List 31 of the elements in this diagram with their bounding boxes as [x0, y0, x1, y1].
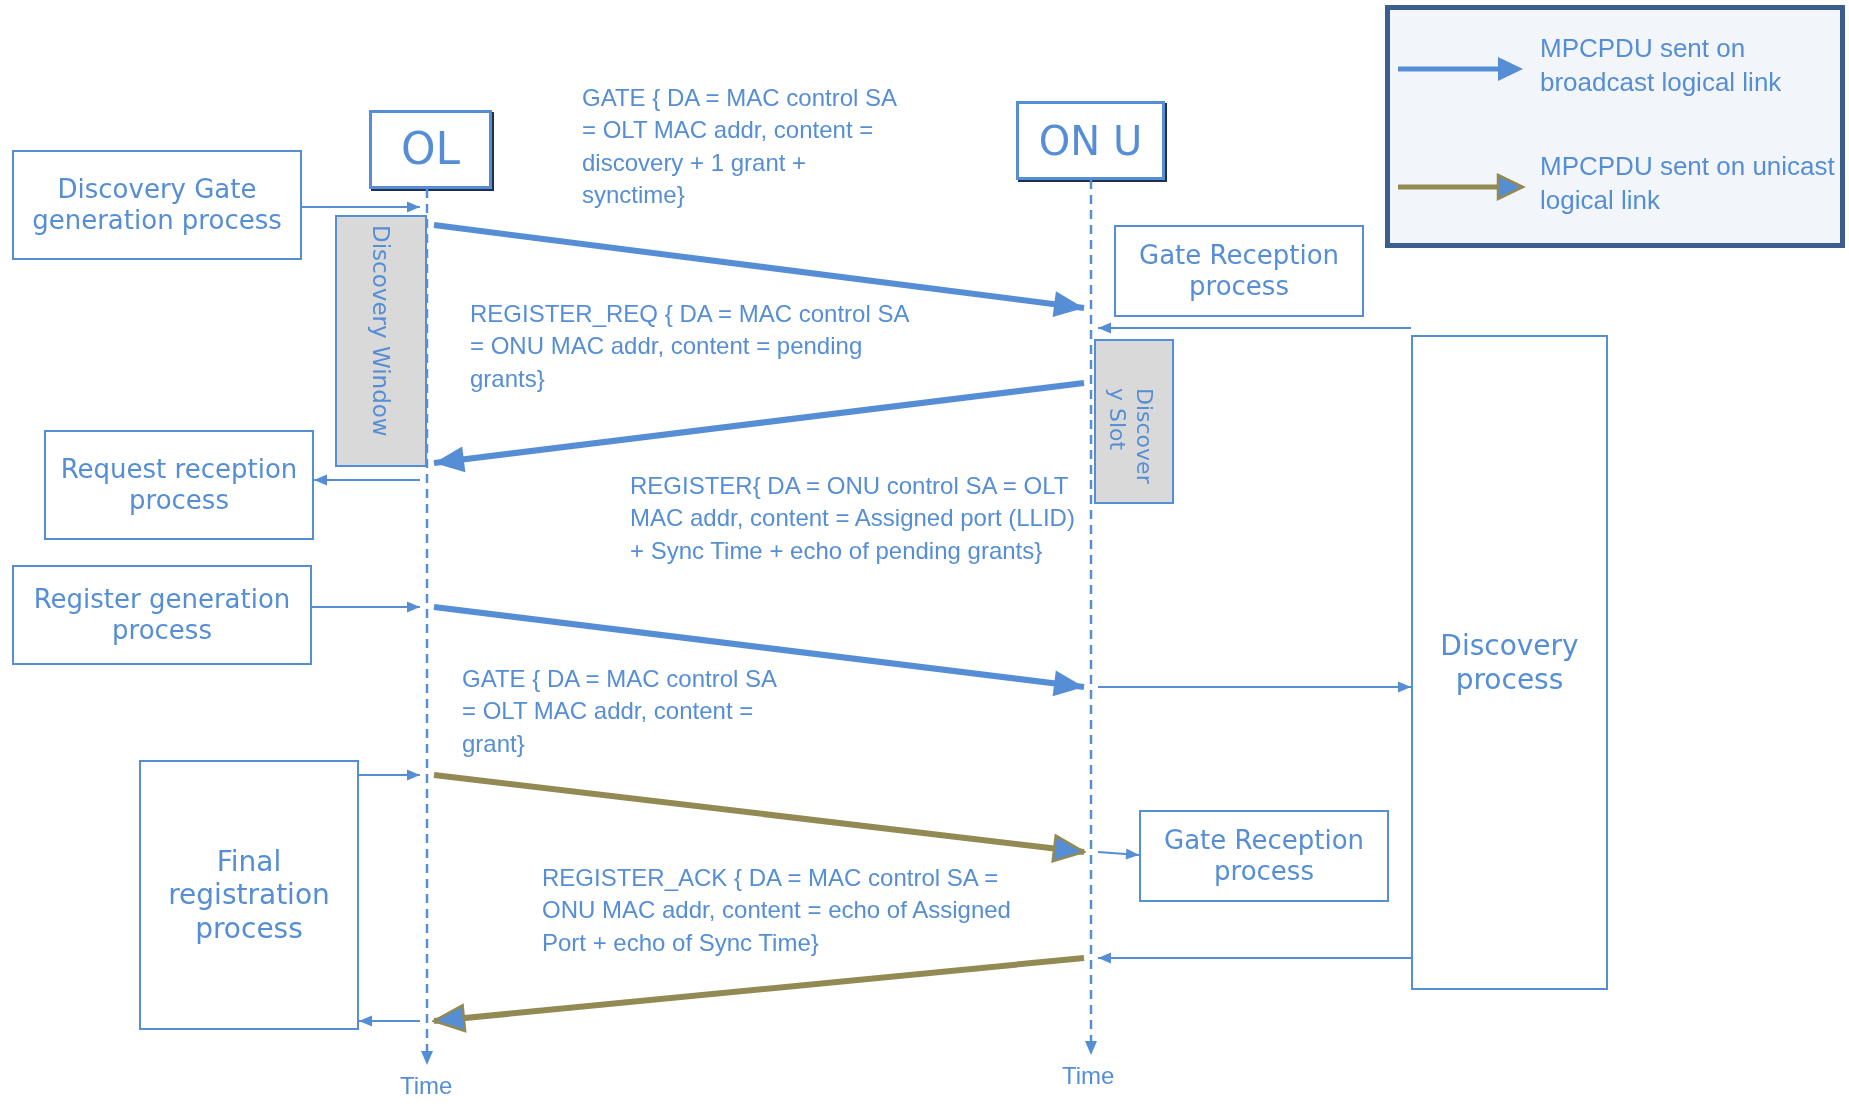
time-label: Time: [1062, 1062, 1115, 1090]
arrow: [1097, 952, 1412, 964]
slot-bar: Discover y Slot: [1094, 339, 1174, 504]
arrow: [311, 601, 421, 613]
lifeline: [420, 189, 434, 1065]
legend-text: MPCPDU sent on unicast logical link: [1540, 150, 1835, 217]
process-box: Gate Reception process: [1139, 810, 1389, 902]
message-arrow: [433, 604, 1085, 697]
message-arrow: [433, 380, 1085, 473]
arrow: [358, 769, 421, 781]
message-arrow: [432, 955, 1085, 1033]
arrow: [1097, 322, 1412, 334]
arrow: [1097, 848, 1140, 860]
lifeline: [1084, 180, 1098, 1055]
arrow: [1097, 681, 1412, 693]
process-box: Final registration process: [139, 760, 359, 1030]
window-bar: Discovery Window: [335, 215, 427, 467]
message-arrow: [433, 222, 1085, 318]
message-arrow: [433, 772, 1086, 863]
process-box: Discovery Gate generation process: [12, 150, 302, 260]
process-box: Discovery process: [1411, 335, 1608, 990]
time-label: Time: [400, 1072, 453, 1100]
process-box: Request reception process: [44, 430, 314, 540]
process-box: Register generation process: [12, 565, 312, 665]
arrow: [301, 201, 421, 213]
header-box: OL: [369, 110, 492, 189]
process-box: Gate Reception process: [1114, 225, 1364, 317]
legend-text: MPCPDU sent on broadcast logical link: [1540, 32, 1783, 99]
arrow: [313, 474, 421, 486]
header-box: ON U: [1016, 101, 1165, 180]
arrow: [358, 1015, 421, 1027]
